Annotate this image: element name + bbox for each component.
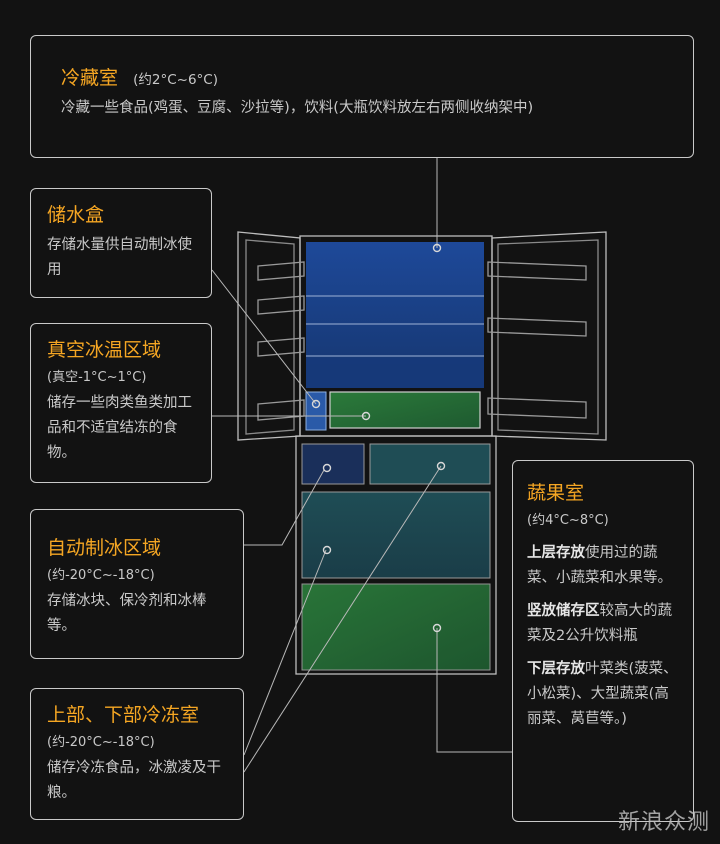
ice-maker-area	[301, 443, 365, 485]
water-panel: 储水盒 存储水量供自动制冰使用	[30, 188, 212, 298]
freezer-range: (约-20°C~-18°C)	[47, 735, 155, 750]
veg-item-vertical-text: 较高大的蔬菜及2公升饮料瓶	[527, 603, 672, 644]
vegetable-panel: 蔬果室 (约4°C~8°C) 上层存放使用过的蔬菜、小蔬菜和水果等。 竖放储存区…	[512, 460, 694, 822]
marker-ice	[322, 463, 332, 473]
veg-item-upper-label: 上层存放	[527, 545, 585, 561]
marker-vacuum	[361, 411, 371, 421]
vacuum-panel: 真空冰温区域 (真空-1°C~1°C) 储存一些肉类鱼类加工品和不适宜结冻的食物…	[30, 323, 212, 483]
vacuum-desc: 储存一些肉类鱼类加工品和不适宜结冻的食物。	[47, 395, 192, 461]
ice-title: 自动制冰区域	[47, 537, 162, 559]
vacuum-title: 真空冰温区域	[47, 339, 162, 361]
veg-item-lower-text: 叶菜类(菠菜、小松菜)、大型蔬菜(高丽菜、莴苣等。)	[527, 661, 678, 727]
fridge-lower-band	[306, 358, 484, 388]
veg-item-lower-label: 下层存放	[527, 661, 585, 677]
fridge-title: 冷藏室	[61, 67, 119, 89]
fridge-range: (约2°C~6°C)	[133, 72, 218, 88]
veg-item-upper-text: 使用过的蔬菜、小蔬菜和水果等。	[527, 545, 672, 586]
marker-fridge	[432, 243, 442, 253]
water-desc: 存储水量供自动制冰使用	[47, 237, 192, 278]
ice-panel: 自动制冰区域 (约-20°C~-18°C) 存储冰块、保冷剂和冰棒等。	[30, 509, 244, 659]
freezer-panel: 上部、下部冷冻室 (约-20°C~-18°C) 储存冷冻食品，冰激凌及干粮。	[30, 688, 244, 820]
freezer-title: 上部、下部冷冻室	[47, 704, 200, 726]
fridge-shelves	[306, 295, 484, 357]
water-tank	[305, 391, 327, 431]
veg-item-lower: 下层存放叶菜类(菠菜、小松菜)、大型蔬菜(高丽菜、莴苣等。)	[527, 657, 681, 732]
marker-vegetable	[432, 623, 442, 633]
marker-upper-freezer	[436, 461, 446, 471]
marker-lower-freezer	[322, 545, 332, 555]
veg-title: 蔬果室	[527, 482, 585, 504]
freezer-desc: 储存冷冻食品，冰激凌及干粮。	[47, 760, 221, 801]
water-title: 储水盒	[47, 204, 105, 226]
vacuum-drawer	[329, 391, 481, 429]
vacuum-range: (真空-1°C~1°C)	[47, 370, 147, 385]
veg-item-vertical-label: 竖放储存区	[527, 603, 600, 619]
watermark-logo: 新浪众测	[617, 810, 710, 835]
veg-item-upper: 上层存放使用过的蔬菜、小蔬菜和水果等。	[527, 541, 681, 591]
upper-freezer	[369, 443, 491, 485]
fridge-panel: 冷藏室 (约2°C~6°C) 冷藏一些食品(鸡蛋、豆腐、沙拉等)，饮料(大瓶饮料…	[30, 35, 694, 158]
leader-lines	[211, 158, 512, 773]
marker-water	[311, 399, 321, 409]
fridge-desc: 冷藏一些食品(鸡蛋、豆腐、沙拉等)，饮料(大瓶饮料放左右两侧收纳架中)	[61, 100, 534, 116]
veg-item-vertical: 竖放储存区较高大的蔬菜及2公升饮料瓶	[527, 599, 681, 649]
ice-range: (约-20°C~-18°C)	[47, 568, 155, 583]
vegetable-drawer	[301, 583, 491, 671]
veg-range: (约4°C~8°C)	[527, 513, 609, 528]
ice-desc: 存储冰块、保冷剂和冰棒等。	[47, 593, 207, 634]
